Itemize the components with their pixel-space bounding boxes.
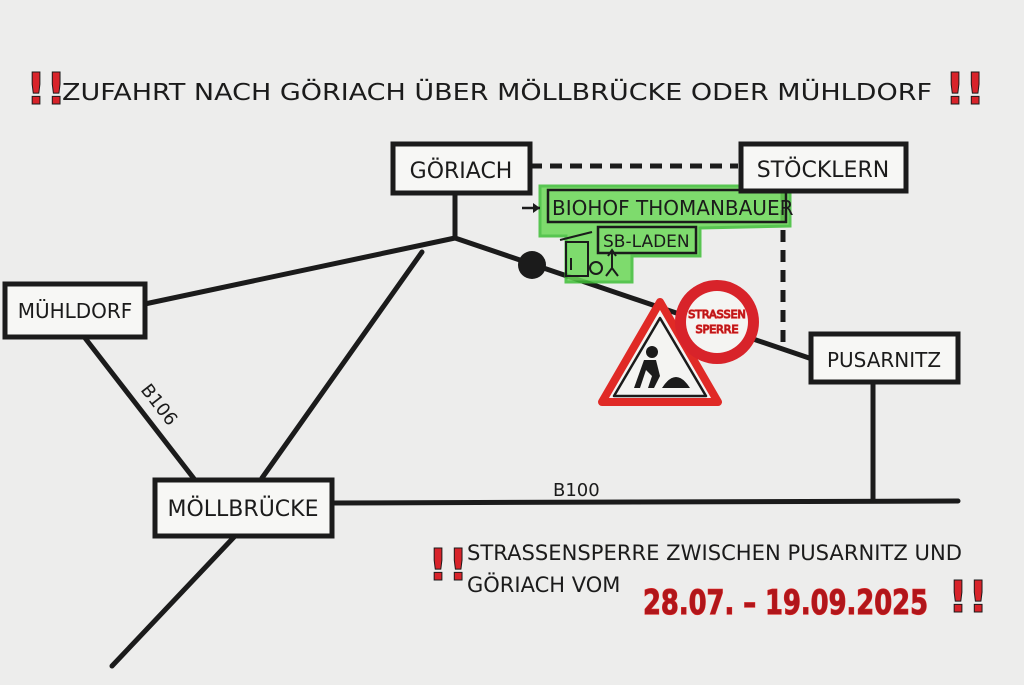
road-b100 — [327, 498, 961, 506]
place-goriach-label: GÖRIACH — [410, 158, 513, 184]
notice-exclamation-right: !! — [948, 572, 988, 623]
place-stocklern: STÖCKLERN — [738, 141, 909, 194]
road-closure-sign: STRASSEN SPERRE — [675, 280, 759, 364]
shop-box — [596, 225, 698, 255]
header-text: ZUFAHRT NACH GÖRIACH ÜBER MÖLLBRÜCKE ODE… — [62, 78, 932, 106]
notice-line-1: STRASSENSPERRE ZWISCHEN PUSARNITZ UND — [467, 541, 962, 565]
shop-label: SB-LADEN — [603, 232, 690, 252]
farm-name: BIOHOF THOMANBAUER — [552, 196, 794, 220]
closure-notice: !! STRASSENSPERRE ZWISCHEN PUSARNITZ UND… — [428, 540, 989, 624]
road-b106 — [82, 335, 198, 483]
place-goriach: GÖRIACH — [390, 141, 533, 196]
farm-highlight — [538, 184, 792, 284]
road-goriach-mollbrucke — [259, 249, 425, 481]
farm-arrow-icon — [533, 203, 540, 213]
road-label-b106: B106 — [136, 380, 181, 430]
roadworker-icon — [634, 346, 690, 388]
road-closure-text-1: STRASSEN — [688, 308, 746, 321]
shop-icon — [559, 231, 619, 277]
notice-exclamation-left: !! — [428, 540, 468, 591]
place-muhldorf: MÜHLDORF — [2, 281, 148, 340]
place-stocklern-label: STÖCKLERN — [757, 157, 889, 183]
place-mollbrucke: MÖLLBRÜCKE — [152, 477, 335, 539]
place-mollbrucke-label: MÖLLBRÜCKE — [168, 496, 319, 522]
road-muhldorf-goriach — [137, 235, 458, 308]
notice-line-2: GÖRIACH VOM — [467, 572, 620, 597]
notice-dates: 28.07. – 19.09.2025 — [643, 583, 928, 623]
road-label-b100: B100 — [553, 480, 600, 501]
place-pusarnitz: PUSARNITZ — [808, 331, 961, 385]
header-exclamation-right: !! — [945, 64, 985, 115]
farm-name-box — [546, 188, 788, 224]
place-muhldorf-label: MÜHLDORF — [18, 299, 133, 323]
header-exclamation-left: !! — [26, 64, 66, 115]
road-mollbrucke-south — [109, 533, 238, 669]
farm-area: BIOHOF THOMANBAUER SB-LADEN — [522, 184, 794, 284]
road-closure-text-2: SPERRE — [696, 323, 739, 336]
junction-dot — [518, 251, 546, 279]
roads — [82, 192, 961, 669]
place-pusarnitz-label: PUSARNITZ — [827, 348, 941, 372]
header: !! ZUFAHRT NACH GÖRIACH ÜBER MÖLLBRÜCKE … — [26, 64, 986, 116]
